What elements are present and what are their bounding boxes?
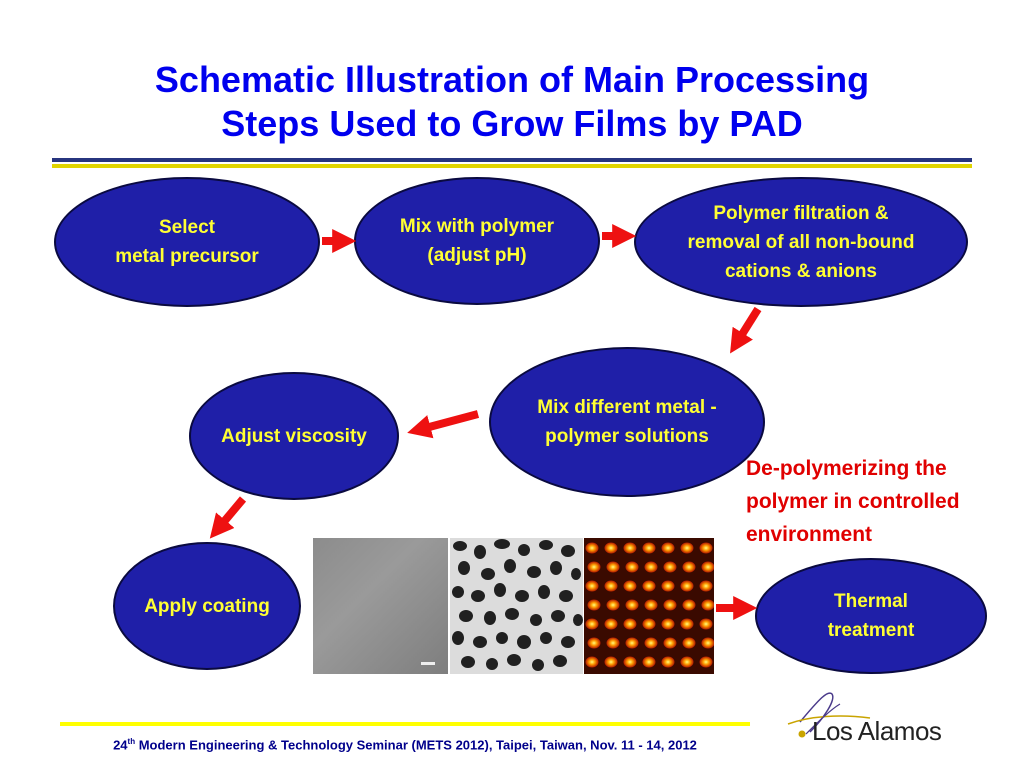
nanodot bbox=[623, 542, 637, 554]
los-alamos-logo-text: Los Alamos bbox=[812, 716, 942, 746]
nanodot bbox=[585, 542, 599, 554]
nanodot bbox=[606, 637, 620, 649]
node-select-metal-precursor: Select metal precursor bbox=[54, 177, 320, 307]
nanodot bbox=[587, 637, 601, 649]
nanodot bbox=[663, 561, 677, 573]
nanodot bbox=[585, 618, 599, 630]
nanodot bbox=[663, 637, 677, 649]
node-select-line-1: Select bbox=[159, 217, 215, 238]
stm-image-dot-array bbox=[584, 538, 714, 674]
title-line-1: Schematic Illustration of Main Processin… bbox=[154, 59, 870, 100]
nanodot bbox=[682, 637, 696, 649]
nanodot bbox=[701, 561, 714, 573]
nanodot bbox=[661, 580, 675, 592]
title-rule-yellow bbox=[52, 164, 972, 168]
nanodot bbox=[587, 599, 601, 611]
nanodot bbox=[623, 618, 637, 630]
nanodot bbox=[682, 599, 696, 611]
nanodot bbox=[623, 656, 637, 668]
annotation-line-3: environment bbox=[746, 523, 873, 546]
nanodot bbox=[699, 618, 713, 630]
nanodot bbox=[699, 542, 713, 554]
depolymerizing-annotation: De-polymerizing the polymer in controlle… bbox=[746, 452, 1016, 551]
node-mix-different-metal: Mix different metal - polymer solutions bbox=[489, 347, 765, 497]
node-thermal-line-1: Thermal bbox=[834, 591, 908, 612]
node-mix-polymer-line-1: Mix with polymer bbox=[399, 216, 555, 237]
nanodot bbox=[661, 618, 675, 630]
footer-rule bbox=[60, 722, 750, 726]
node-viscosity-line-1: Adjust viscosity bbox=[221, 425, 367, 447]
nanodot bbox=[642, 542, 656, 554]
nanodot bbox=[606, 599, 620, 611]
arrow-mix-metal-to-viscosity bbox=[407, 410, 480, 439]
nanodot bbox=[625, 561, 639, 573]
nanodot bbox=[606, 561, 620, 573]
los-alamos-logo-mark bbox=[787, 692, 871, 738]
node-select-line-2: metal precursor bbox=[115, 246, 259, 267]
nanodot bbox=[682, 561, 696, 573]
node-filtration-line-3: cations & anions bbox=[724, 260, 877, 282]
node-mix-with-polymer: Mix with polymer (adjust pH) bbox=[354, 177, 600, 305]
nanodot bbox=[625, 637, 639, 649]
title-rule-blue bbox=[52, 158, 972, 162]
nanodot bbox=[585, 580, 599, 592]
slide-title: Schematic Illustration of Main Processin… bbox=[0, 58, 1024, 146]
node-coating-line-1: Apply coating bbox=[144, 595, 270, 617]
nanodot bbox=[644, 637, 658, 649]
node-mix-polymer-line-2: (adjust pH) bbox=[427, 245, 527, 266]
nanodot bbox=[701, 637, 714, 649]
nanodot bbox=[680, 542, 694, 554]
node-filtration-line-2: removal of all non-bound bbox=[687, 231, 915, 253]
node-thermal-line-2: treatment bbox=[827, 620, 915, 641]
node-thermal-treatment: Thermal treatment bbox=[755, 558, 987, 674]
footer-ordinal: th bbox=[127, 737, 136, 746]
scale-bar bbox=[421, 662, 435, 665]
nanodot bbox=[604, 542, 618, 554]
nanodot bbox=[680, 618, 694, 630]
node-apply-coating: Apply coating bbox=[113, 542, 301, 670]
arrow-filtration-to-mix-metal bbox=[730, 306, 762, 354]
footer-text: Modern Engineering & Technology Seminar … bbox=[135, 737, 697, 753]
pore-pattern bbox=[452, 539, 583, 671]
footer-citation: 24th Modern Engineering & Technology Sem… bbox=[60, 737, 750, 752]
nanodot bbox=[623, 580, 637, 592]
footer-number: 24 bbox=[113, 737, 128, 753]
nanodot bbox=[604, 656, 618, 668]
nanodot bbox=[661, 656, 675, 668]
dot-array-pattern bbox=[585, 542, 714, 668]
nanodot bbox=[642, 656, 656, 668]
sem-micrograph-porous-film bbox=[450, 538, 583, 674]
nanodot bbox=[604, 580, 618, 592]
nanodot bbox=[587, 561, 601, 573]
nanodot bbox=[699, 656, 713, 668]
nanodot bbox=[642, 580, 656, 592]
nanodot bbox=[642, 618, 656, 630]
node-polymer-filtration: Polymer filtration & removal of all non-… bbox=[634, 177, 968, 307]
nanodot bbox=[585, 656, 599, 668]
title-line-2: Steps Used to Grow Films by PAD bbox=[221, 103, 803, 144]
nanodot bbox=[604, 618, 618, 630]
nanodot bbox=[701, 599, 714, 611]
nanodot bbox=[661, 542, 675, 554]
nanodot bbox=[663, 599, 677, 611]
nanodot bbox=[644, 599, 658, 611]
node-mix-metal-line-2: polymer solutions bbox=[545, 426, 709, 447]
arrow-viscosity-to-coating bbox=[209, 496, 247, 539]
nanodot bbox=[644, 561, 658, 573]
annotation-line-1: De-polymerizing the bbox=[746, 457, 947, 480]
node-mix-metal-line-1: Mix different metal - bbox=[537, 397, 717, 418]
nanodot bbox=[625, 599, 639, 611]
sem-micrograph-smooth-film bbox=[313, 538, 448, 674]
annotation-line-2: polymer in controlled bbox=[746, 490, 960, 513]
nanodot bbox=[699, 580, 713, 592]
nanodot bbox=[680, 656, 694, 668]
node-adjust-viscosity: Adjust viscosity bbox=[189, 372, 399, 500]
nanodot bbox=[680, 580, 694, 592]
node-filtration-line-1: Polymer filtration & bbox=[713, 202, 889, 224]
